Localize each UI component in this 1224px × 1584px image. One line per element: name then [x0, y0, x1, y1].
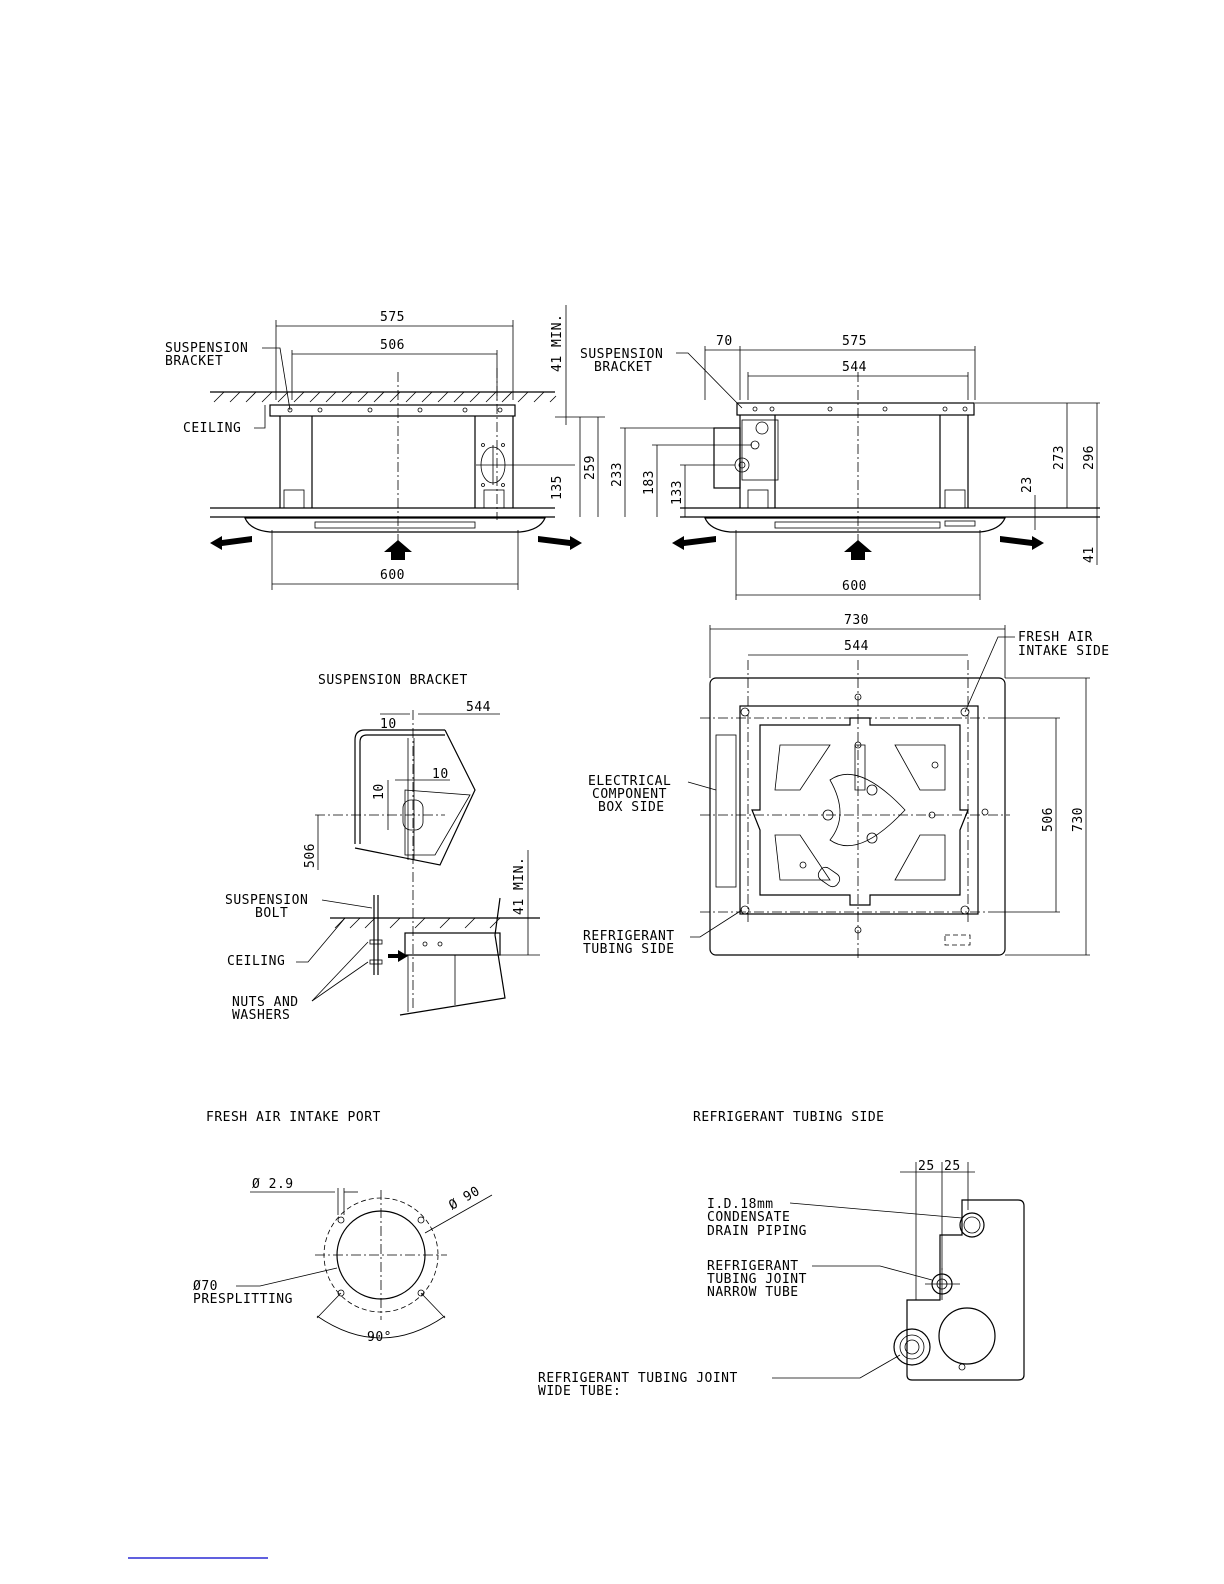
det-10c: 10: [372, 783, 387, 800]
dim-70: 70: [716, 334, 733, 349]
label-susp-bolt-a: SUSPENSION: [225, 893, 308, 908]
dim-600-right: 600: [842, 579, 867, 594]
dim-575-left: 575: [380, 310, 405, 325]
label-nuts-b: WASHERS: [232, 1008, 290, 1023]
refrigerant-tubing-detail: REFRIGERANT TUBING SIDE 25 25 I.D.18mm C…: [538, 1110, 1025, 1399]
label-drain-b: CONDENSATE: [707, 1210, 790, 1225]
dim-273: 273: [1052, 445, 1067, 470]
fresh-air-title: FRESH AIR INTAKE PORT: [206, 1110, 381, 1125]
label-drain-c: DRAIN PIPING: [707, 1224, 807, 1239]
det-506: 506: [303, 843, 318, 868]
port-90: Ø 90: [447, 1184, 483, 1214]
dim-575-right: 575: [842, 334, 867, 349]
dim-730-top: 730: [844, 613, 869, 628]
det-41min: 41 MIN.: [512, 857, 527, 915]
dim-296: 296: [1082, 445, 1097, 470]
label-narrow-c: NARROW TUBE: [707, 1285, 799, 1300]
label-nuts-a: NUTS AND: [232, 995, 299, 1010]
dim-506-left: 506: [380, 338, 405, 353]
dim-23: 23: [1020, 476, 1035, 493]
det-544: 544: [466, 700, 491, 715]
label-electrical-c: BOX SIDE: [598, 800, 665, 815]
label-wide-a: REFRIGERANT TUBING JOINT: [538, 1371, 738, 1386]
label-electrical-a: ELECTRICAL: [588, 774, 671, 789]
plan-view: 730 544 506 730 FRESH AIR INTAKE SIDE EL…: [583, 613, 1110, 958]
label-susp-bolt-b: BOLT: [255, 906, 288, 921]
dim-233: 233: [610, 462, 625, 487]
dim-259-left: 259: [583, 455, 598, 480]
dim-600-left: 600: [380, 568, 405, 583]
tube-25b: 25: [944, 1159, 961, 1174]
side-elevation-right: 70 575 544 233 183 133 23 273 296 41 600…: [580, 334, 1100, 600]
refrigerant-title: REFRIGERANT TUBING SIDE: [693, 1110, 885, 1125]
detail-title: SUSPENSION BRACKET: [318, 673, 468, 688]
label-presplit-b: PRESPLITTING: [193, 1292, 293, 1307]
label-fresh-air-side-b: INTAKE SIDE: [1018, 644, 1110, 659]
label-wide-b: WIDE TUBE:: [538, 1384, 621, 1399]
dim-183: 183: [642, 470, 657, 495]
label-ceiling-2: CEILING: [227, 954, 285, 969]
dim-544-right: 544: [842, 360, 867, 375]
label-presplit-a: Ø70: [193, 1279, 218, 1294]
label-suspension-bracket-1b: BRACKET: [165, 354, 223, 369]
label-refrigerant-side-b: TUBING SIDE: [583, 942, 675, 957]
det-10b: 10: [432, 767, 449, 782]
label-fresh-air-side-a: FRESH AIR: [1018, 630, 1093, 645]
label-narrow-a: REFRIGERANT: [707, 1259, 799, 1274]
det-10a: 10: [380, 717, 397, 732]
label-suspension-bracket-1a: SUSPENSION: [165, 341, 248, 356]
dim-135-left: 135: [550, 475, 565, 500]
label-ceiling-1: CEILING: [183, 421, 241, 436]
dim-506-plan: 506: [1041, 807, 1056, 832]
fresh-air-port: FRESH AIR INTAKE PORT 90° Ø 2.9 Ø 90 Ø70…: [193, 1110, 493, 1345]
tube-25a: 25: [918, 1159, 935, 1174]
label-suspension-bracket-2b: BRACKET: [594, 360, 652, 375]
dim-730-side: 730: [1071, 807, 1086, 832]
port-29: Ø 2.9: [252, 1177, 294, 1192]
port-angle: 90°: [367, 1330, 392, 1345]
dim-41min-left: 41 MIN.: [550, 314, 565, 372]
label-suspension-bracket-2a: SUSPENSION: [580, 347, 663, 362]
side-elevation-left: 575 506 41 MIN. 259 135 600 SUSPENSION B…: [165, 305, 605, 590]
dim-41-right: 41: [1082, 546, 1097, 563]
label-drain-a: I.D.18mm: [707, 1197, 774, 1212]
label-refrigerant-side-a: REFRIGERANT: [583, 929, 675, 944]
dim-133: 133: [670, 480, 685, 505]
label-electrical-b: COMPONENT: [592, 787, 667, 802]
dim-544-plan: 544: [844, 639, 869, 654]
suspension-bracket-detail: SUSPENSION BRACKET 10 544 10 10 506: [225, 673, 540, 1023]
label-narrow-b: TUBING JOINT: [707, 1272, 807, 1287]
